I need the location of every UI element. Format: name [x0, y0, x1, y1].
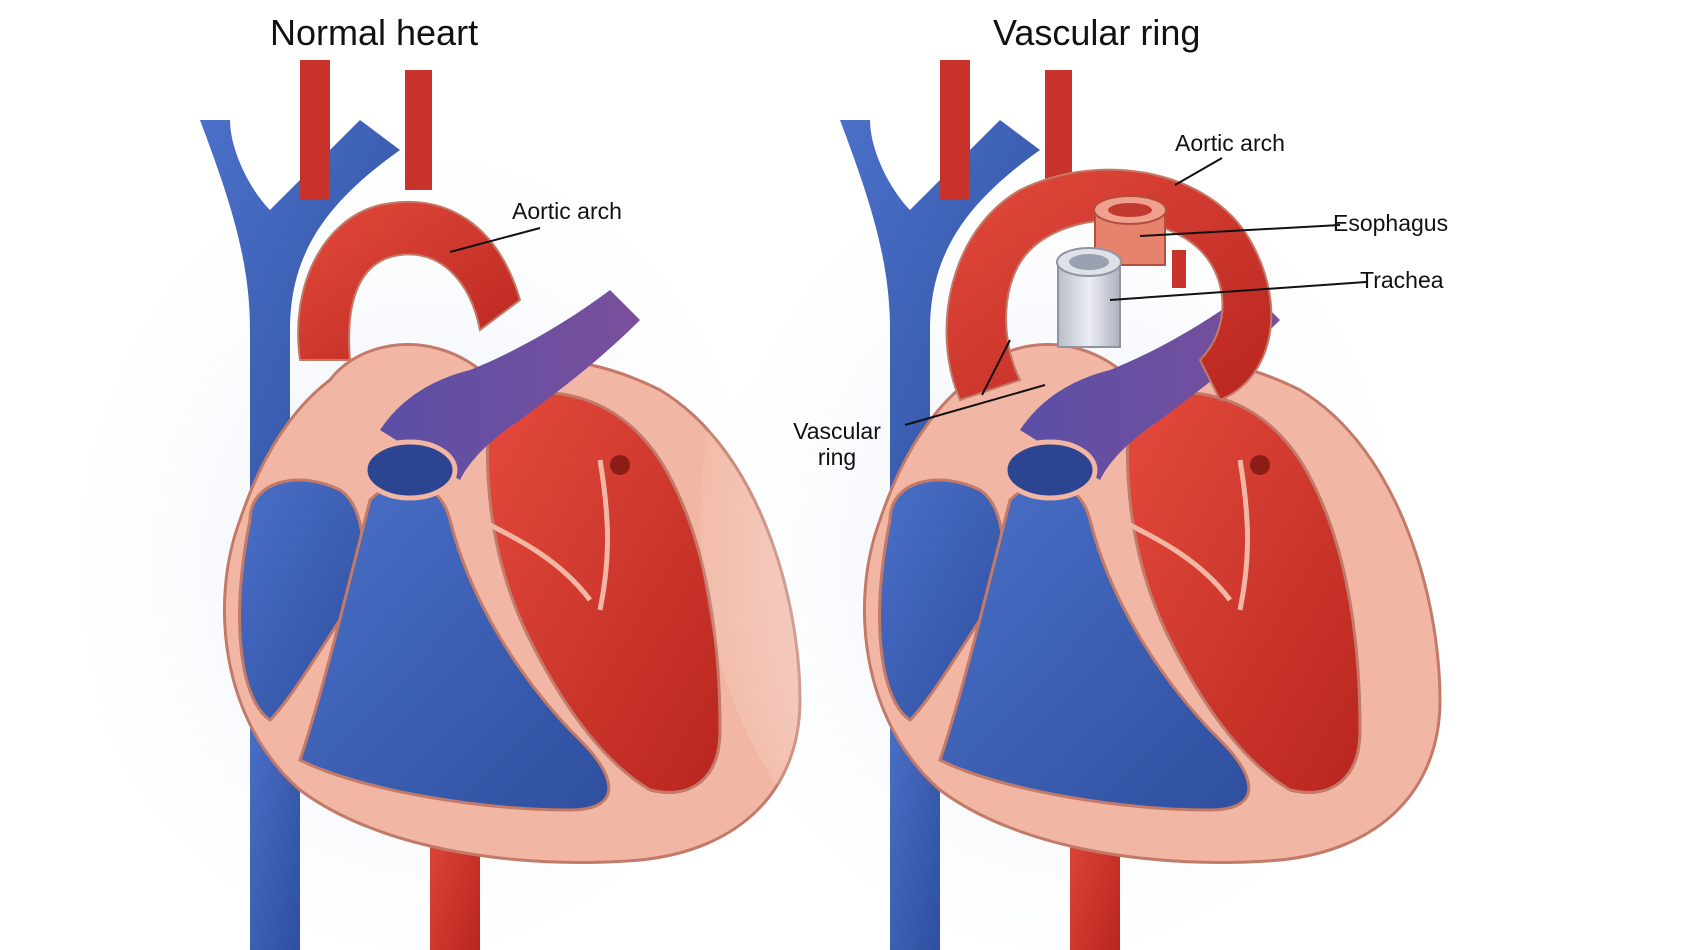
- panel-title-normal-heart: Normal heart: [270, 12, 479, 53]
- label-aortic-arch-ring: Aortic arch: [1175, 130, 1285, 156]
- label-esophagus: Esophagus: [1333, 210, 1449, 236]
- normal-aortic-arch-shape: [297, 200, 522, 361]
- trachea-shape: [1056, 247, 1122, 348]
- label-vascular-ring-line2: ring: [817, 444, 857, 470]
- label-trachea: Trachea: [1360, 267, 1444, 293]
- panel-title-vascular-ring: Vascular ring: [993, 12, 1201, 53]
- label-aortic-arch-normal: Aortic arch: [512, 198, 622, 224]
- normal-heart-illustration: [60, 60, 800, 950]
- vascular-ring-illustration: [700, 60, 1440, 950]
- label-vascular-ring-line1: Vascular: [793, 418, 881, 444]
- vascular-ring-shape: [945, 168, 1273, 402]
- label-vascular-ring: Vascular ring: [782, 418, 892, 470]
